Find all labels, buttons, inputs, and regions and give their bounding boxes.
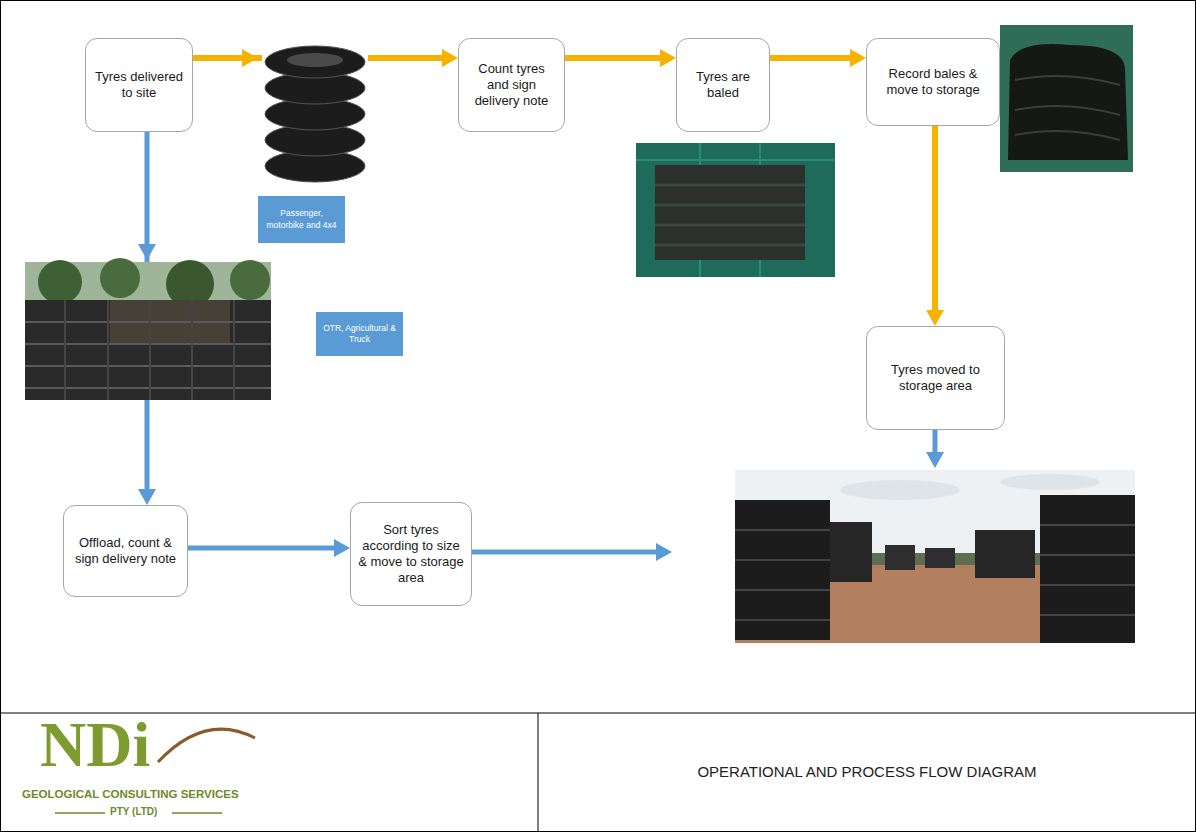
- logo-mark: NDi: [40, 708, 150, 782]
- node-text: Passenger, motorbike and 4x4: [263, 208, 340, 230]
- category-tag: OTR, Agricultural & Truck: [316, 312, 403, 356]
- tyre-hole: [287, 53, 343, 67]
- process-box: Offload, count & sign delivery note: [63, 505, 188, 597]
- footer-rule: [0, 713, 1196, 714]
- logo-subtext: PTY (LTD): [110, 806, 157, 817]
- bale: [655, 165, 805, 260]
- process-box: Tyres are baled: [676, 38, 770, 132]
- net: [636, 143, 835, 277]
- node-text: Count tyres and sign delivery note: [466, 61, 557, 110]
- bale-texture: [655, 185, 805, 245]
- bale-texture: [1015, 76, 1120, 140]
- arrow-head: [138, 244, 156, 260]
- tyre-stack: [830, 522, 872, 582]
- tyre-stack: [885, 545, 915, 570]
- node-text: OTR, Agricultural & Truck: [321, 323, 398, 345]
- tyre-treads: [65, 300, 234, 400]
- otr-tyre-photo: [25, 258, 271, 400]
- arrow-head: [242, 49, 258, 67]
- node-text: Record bales & move to storage: [874, 66, 992, 99]
- node-text: Sort tyres according to size & move to s…: [358, 522, 464, 587]
- photo-ground: [262, 40, 368, 190]
- cloud: [1000, 474, 1100, 490]
- category-tag: Passenger, motorbike and 4x4: [258, 196, 345, 243]
- flow-arrow: [770, 55, 850, 61]
- diagram-title: OPERATIONAL AND PROCESS FLOW DIAGRAM: [538, 763, 1196, 780]
- tyre-stack: [925, 548, 955, 568]
- process-box: Tyres moved to storage area: [866, 326, 1005, 430]
- tree: [38, 260, 82, 304]
- tyre-stack: [1040, 495, 1135, 643]
- tyre-rows: [735, 525, 1135, 620]
- node-text: Tyres moved to storage area: [874, 362, 997, 395]
- flow-arrow: [565, 55, 660, 61]
- flow-arrow: [188, 546, 334, 551]
- tyre-stack: [25, 300, 271, 400]
- arrow-head: [656, 543, 672, 561]
- process-box: Tyres delivered to site: [85, 38, 193, 132]
- tree: [230, 260, 270, 300]
- process-box: Count tyres and sign delivery note: [458, 38, 565, 132]
- arrow-line: [472, 550, 656, 555]
- photo-ground: [1000, 25, 1133, 172]
- tyre: [265, 46, 365, 78]
- photo-ground: [636, 143, 835, 277]
- tyre-stack-photo: [262, 40, 368, 190]
- bale: [1008, 44, 1128, 160]
- node-text: Offload, count & sign delivery note: [71, 535, 180, 568]
- process-box: Record bales & move to storage: [866, 38, 1000, 126]
- bale-photo: [1000, 25, 1133, 172]
- process-box: Sort tyres according to size & move to s…: [350, 502, 472, 606]
- baling-photo: [636, 143, 835, 277]
- tyre-stack: [975, 530, 1035, 578]
- tree: [100, 258, 140, 298]
- photo-sky: [735, 470, 1135, 643]
- arrow-line: [933, 430, 938, 452]
- logo-swoosh: [158, 729, 255, 762]
- logo-text: GEOLOGICAL CONSULTING SERVICES: [22, 788, 239, 800]
- node-text: Tyres delivered to site: [93, 69, 185, 102]
- arrow-head: [926, 452, 944, 468]
- cloud: [840, 480, 960, 500]
- footer-divider: [538, 713, 539, 832]
- flow-arrow: [932, 126, 938, 310]
- storage-yard-photo: [735, 470, 1135, 643]
- node-text: Tyres are baled: [684, 69, 762, 102]
